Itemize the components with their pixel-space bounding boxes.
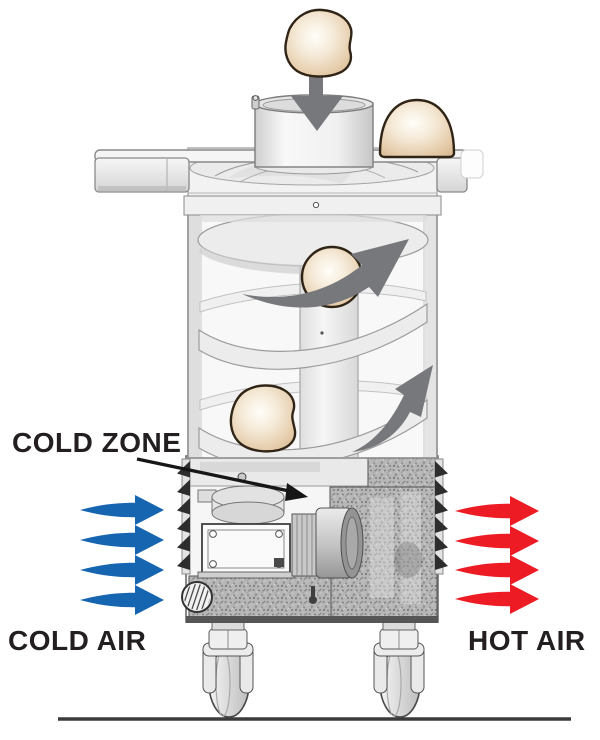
cold-zone-pointer-icon [136, 457, 308, 501]
drain-bolt [309, 586, 317, 604]
caster-right [373, 620, 425, 718]
cold-air-arrows-icon [80, 495, 164, 615]
louver-fins-left [177, 458, 191, 575]
cold-zone-label: COLD ZONE [12, 427, 181, 458]
drive-pulley [197, 485, 285, 525]
hot-air-label: HOT AIR [468, 625, 586, 656]
rotation-arrow-lower-icon [352, 365, 433, 452]
louver-fins-right [434, 458, 448, 575]
motor [291, 507, 364, 579]
gearbox [197, 523, 295, 579]
dough-ball-table [378, 98, 456, 159]
vent-port [181, 581, 213, 613]
mixing-chamber [183, 195, 442, 459]
dough-lump-top [284, 8, 353, 78]
cold-zone-cabinet [177, 446, 448, 623]
feed-arrow-icon [291, 40, 343, 131]
hot-air-arrows-icon [455, 496, 539, 614]
dough-lump-chamber [229, 384, 297, 453]
hopper-latch [251, 95, 260, 110]
caster-left [202, 620, 254, 718]
material-flow-arrows [242, 40, 433, 452]
cold-air-label: COLD AIR [8, 625, 146, 656]
cabinet-base-edge [186, 616, 438, 623]
annotations: COLD ZONE COLD AIR HOT AIR [8, 427, 586, 656]
rotation-arrow-upper-icon [242, 239, 409, 308]
